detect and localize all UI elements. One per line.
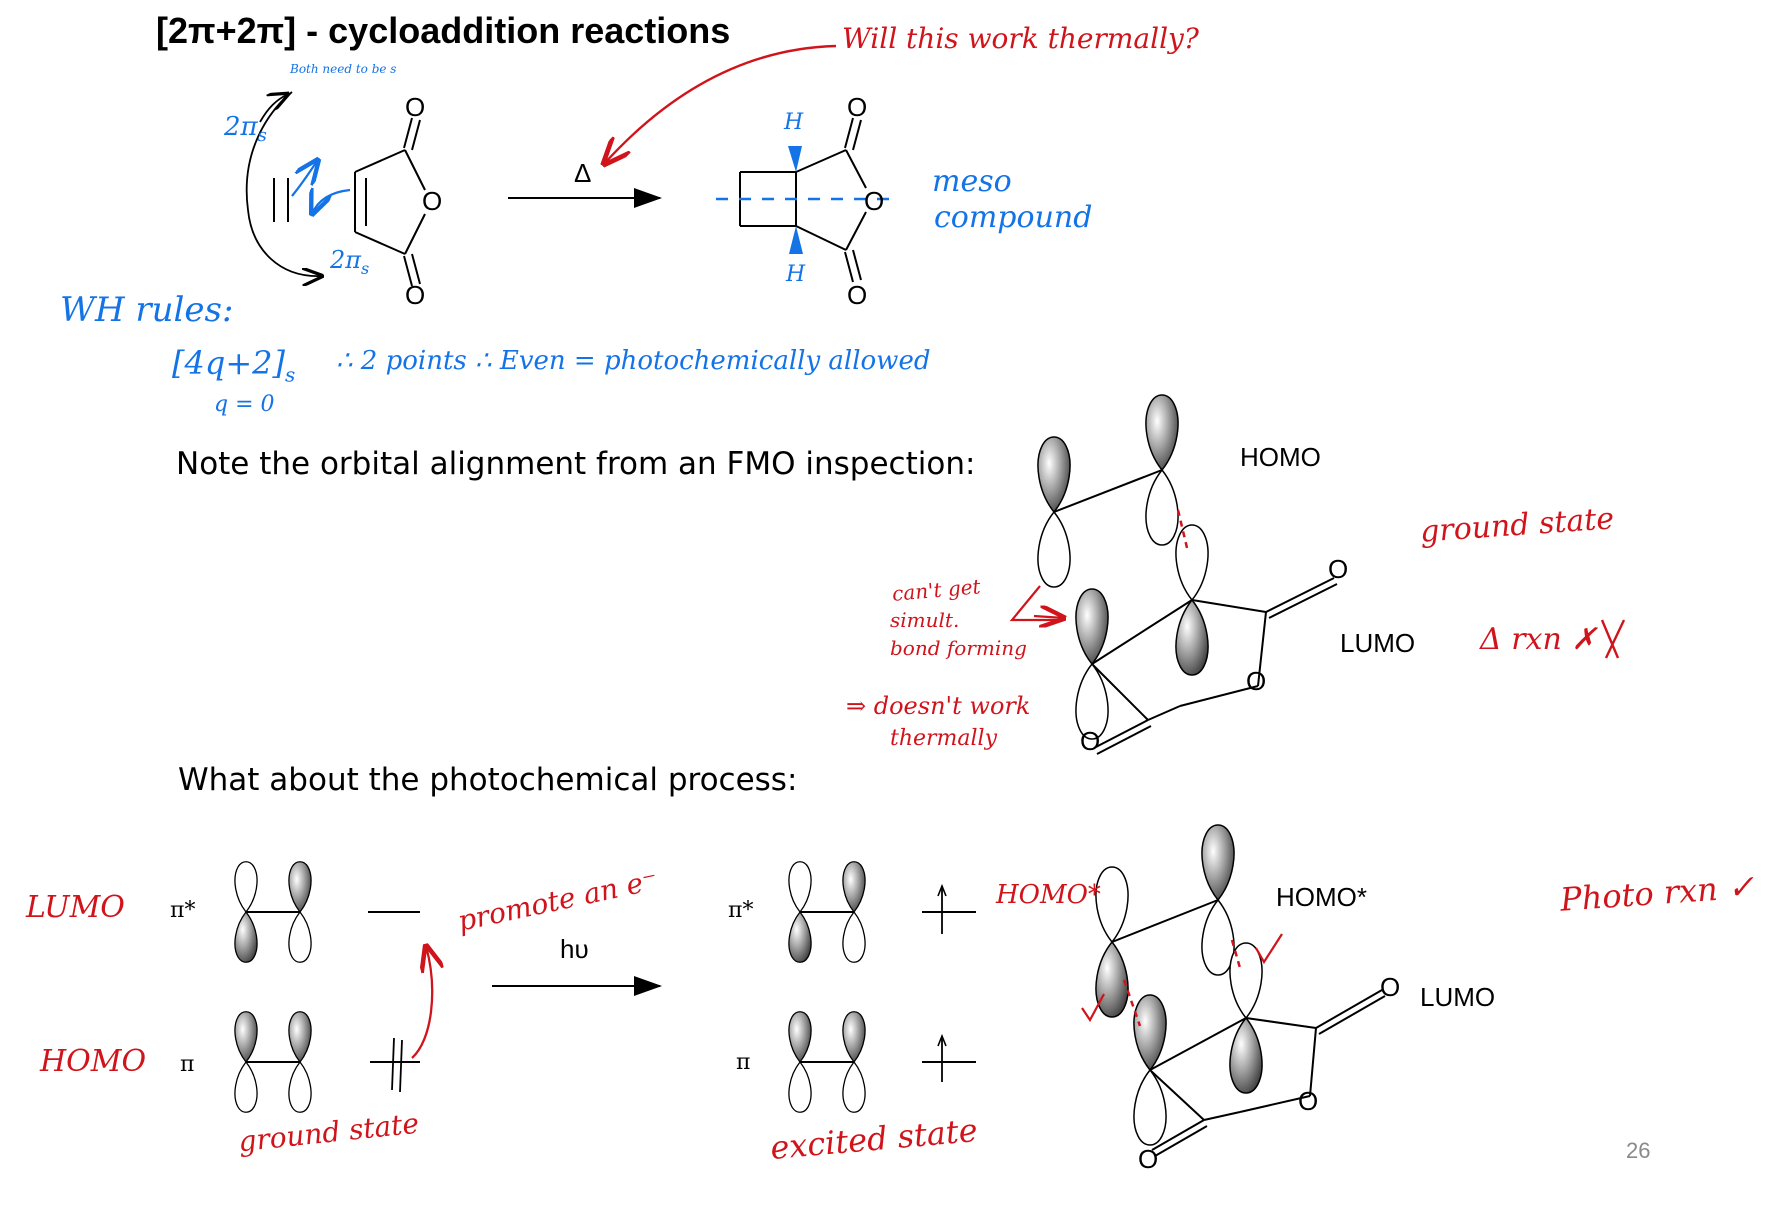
hv-label: hυ <box>560 934 589 964</box>
mo-diagram-ground <box>234 861 420 1113</box>
handwritten-h-bottom: H <box>786 262 806 287</box>
oxygen-label: O <box>422 186 443 216</box>
delta-label: Δ <box>574 158 592 188</box>
slide-title: [2π+2π] - cycloaddition reactions <box>156 10 731 51</box>
red-triangle-arrow <box>1009 585 1062 622</box>
handwritten-2pi-s: 2πs <box>224 112 267 147</box>
oxygen-label: O <box>864 186 885 216</box>
fmo-note: Note the orbital alignment from an FMO i… <box>176 446 976 482</box>
homo-label: HOMO <box>1240 442 1321 472</box>
handwritten-thermal-question: Will this work thermally? <box>842 22 1199 55</box>
black-hand-arrow <box>245 91 322 276</box>
pi-star-label: π* <box>170 898 196 923</box>
reaction-scheme-top <box>273 117 867 287</box>
handwritten-lumo: LUMO <box>26 890 125 925</box>
oxygen-label: O <box>847 92 868 122</box>
page-number: 26 <box>1626 1138 1651 1163</box>
lumo-label: LUMO <box>1420 982 1496 1012</box>
red-check-1 <box>1081 993 1105 1023</box>
handwritten-2pi-s: 2πs <box>330 246 370 278</box>
handwritten-compound: compound <box>934 200 1093 235</box>
handwritten-q-zero: q = 0 <box>214 392 275 417</box>
handwritten-h-top: H <box>784 110 804 135</box>
handwritten-wh-rules: WH rules: <box>60 290 234 330</box>
red-check-2 <box>1255 933 1283 965</box>
oxygen-label: O <box>1246 666 1267 696</box>
handwritten-homo: HOMO <box>40 1044 147 1079</box>
handwritten-simult: simult. <box>890 608 960 632</box>
handwritten-doesnt-work: ⇒ doesn't work <box>846 692 1031 720</box>
handwritten-meso: meso <box>932 164 1012 199</box>
photo-note: What about the photochemical process: <box>178 762 798 798</box>
handwritten-conclusion: ∴ 2 points ∴ Even = photochemically allo… <box>336 346 931 376</box>
red-question-arrow <box>604 44 837 164</box>
pi-label: π <box>736 1050 751 1075</box>
handwritten-homo-star: HOMO* <box>996 880 1101 910</box>
lumo-label: LUMO <box>1340 628 1416 658</box>
wedge-bond-top <box>788 146 802 172</box>
handwritten-formula: [4q+2]s <box>172 344 296 387</box>
oxygen-label: O <box>1380 972 1401 1002</box>
mo-diagram-excited <box>788 861 976 1113</box>
blue-curly-arrows <box>291 160 351 214</box>
fmo-thermal-figure <box>1037 394 1338 755</box>
handwritten-thermally: thermally <box>890 726 998 751</box>
oxygen-label: O <box>1328 554 1349 584</box>
oxygen-label: O <box>405 92 426 122</box>
oxygen-label: O <box>405 280 426 310</box>
fmo-photo-figure <box>1095 824 1386 1157</box>
handwritten-delta-rxn: Δ rxn ✗ <box>1480 622 1597 657</box>
oxygen-label: O <box>1298 1086 1319 1116</box>
wedge-bond-bottom <box>789 226 803 254</box>
oxygen-label: O <box>1080 726 1101 756</box>
red-x-fmo <box>1600 619 1626 659</box>
homo-star-label: HOMO* <box>1276 882 1367 912</box>
red-promote-arrow <box>411 946 432 1059</box>
oxygen-label: O <box>847 280 868 310</box>
oxygen-label: O <box>1138 1144 1159 1174</box>
handwritten-both-need: Both need to be s <box>290 62 397 76</box>
pi-label: π <box>180 1052 195 1077</box>
pi-star-label: π* <box>728 898 754 923</box>
handwritten-bond-forming: bond forming <box>890 636 1027 660</box>
